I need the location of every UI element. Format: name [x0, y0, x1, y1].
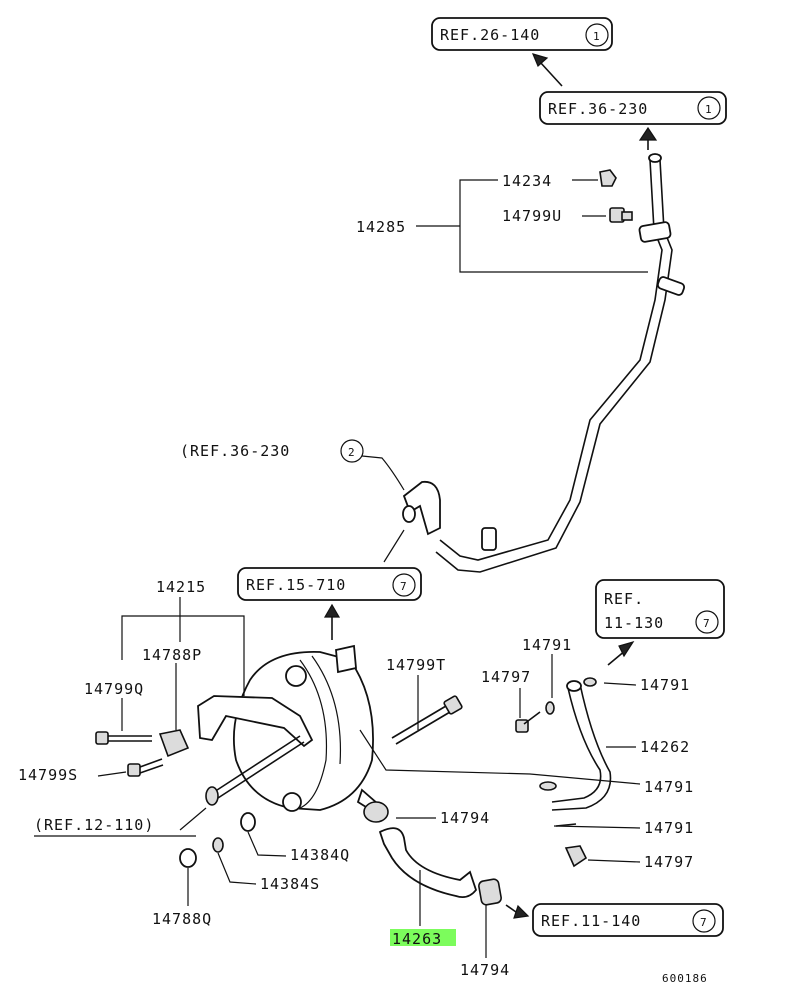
bracket-14285 — [459, 179, 648, 273]
label-14797-b: 14797 — [644, 853, 694, 871]
bolt-14797-a[interactable] — [515, 711, 541, 733]
nut-14788Q[interactable] — [179, 848, 197, 868]
bolt-14799S[interactable] — [127, 758, 164, 777]
ref-box-26-140[interactable]: REF.26-140 1 — [431, 17, 613, 51]
bolt-14799S-long[interactable] — [205, 735, 305, 806]
ref-11-140-text: REF.11-140 — [541, 912, 641, 930]
hose-14263[interactable] — [378, 827, 478, 899]
label-14799S: 14799S — [18, 766, 78, 784]
arrow-to-36-230 — [638, 126, 658, 150]
label-14285: 14285 — [356, 218, 406, 236]
label-14791-c: 14791 — [644, 778, 694, 796]
label-14384Q: 14384Q — [290, 846, 350, 864]
highlight-14263 — [390, 929, 456, 946]
ref-box-11-140[interactable]: REF.11-140 7 — [532, 903, 724, 937]
clamp-14791-a[interactable] — [545, 701, 555, 715]
ref-36-230-circle: 1 — [705, 103, 713, 116]
ref-12-110[interactable]: (REF.12-110) — [34, 816, 154, 834]
washer-14384S[interactable] — [212, 837, 224, 853]
label-14234: 14234 — [502, 172, 552, 190]
ref-box-36-230-1[interactable]: REF.36-230 1 — [539, 91, 727, 125]
ref-36-230-2[interactable]: (REF.36-230 2 — [180, 439, 364, 463]
leader-lines — [34, 597, 641, 958]
leader-ref-36-230-2 — [361, 455, 405, 491]
label-14791-d: 14791 — [644, 819, 694, 837]
ref-36-230-2-text: (REF.36-230 — [180, 442, 290, 460]
label-14262: 14262 — [640, 738, 690, 756]
label-14797-a: 14797 — [481, 668, 531, 686]
pipe-14262[interactable] — [551, 680, 612, 811]
ref-box-11-130[interactable]: REF. 11-130 7 — [595, 579, 725, 639]
label-14799Q: 14799Q — [84, 680, 144, 698]
label-14263-highlighted[interactable]: 14263 — [390, 929, 456, 948]
label-14384S: 14384S — [260, 875, 320, 893]
ref-11-130-circle: 7 — [703, 617, 711, 630]
bolt-14797-b[interactable] — [564, 845, 588, 868]
bolt-14799T[interactable] — [391, 695, 463, 745]
bracket-14215[interactable] — [158, 695, 314, 758]
arrow-to-11-140 — [505, 904, 530, 919]
label-14794-a: 14794 — [440, 809, 490, 827]
ref-36-230-2-circle: 2 — [348, 446, 356, 459]
label-14263: 14263 — [392, 930, 442, 948]
label-14799U: 14799U — [502, 207, 562, 225]
ref-box-15-710[interactable]: REF.15-710 7 — [237, 567, 422, 601]
ref-36-230-text: REF.36-230 — [548, 100, 648, 118]
clamp-14791-c[interactable] — [539, 781, 557, 791]
label-14791-b: 14791 — [640, 676, 690, 694]
clamp-14794-b[interactable] — [478, 878, 502, 906]
label-14215: 14215 — [156, 578, 206, 596]
arrow-to-11-130 — [607, 640, 635, 666]
label-14799T: 14799T — [386, 656, 446, 674]
arrow-to-26-140 — [531, 53, 563, 87]
ref-11-140-circle: 7 — [700, 916, 708, 929]
ref-26-140-text: REF.26-140 — [440, 26, 540, 44]
ref-26-140-circle: 1 — [593, 30, 601, 43]
ref-15-710-circle: 7 — [400, 580, 408, 593]
label-14794-b: 14794 — [460, 961, 510, 979]
nut-14384Q[interactable] — [240, 812, 256, 832]
bolt-14799U[interactable] — [609, 207, 633, 223]
pipe-14285[interactable] — [402, 153, 686, 573]
bolt-14799Q[interactable] — [95, 731, 152, 745]
diagram-code: 600186 — [662, 972, 708, 985]
label-14791-a: 14791 — [522, 636, 572, 654]
clamp-14791-b[interactable] — [583, 677, 597, 687]
ref-12-110-text: (REF.12-110) — [34, 816, 154, 834]
label-14788Q: 14788Q — [152, 910, 212, 928]
clamp-14794-a[interactable] — [363, 801, 389, 823]
ref-15-710-text: REF.15-710 — [246, 576, 346, 594]
arrow-to-15-710 — [323, 603, 341, 640]
label-14788P: 14788P — [142, 646, 202, 664]
bolt-14234[interactable] — [599, 169, 617, 187]
ref-11-130-line2: 11-130 — [604, 614, 664, 632]
ref-11-130-line1: REF. — [604, 590, 644, 608]
